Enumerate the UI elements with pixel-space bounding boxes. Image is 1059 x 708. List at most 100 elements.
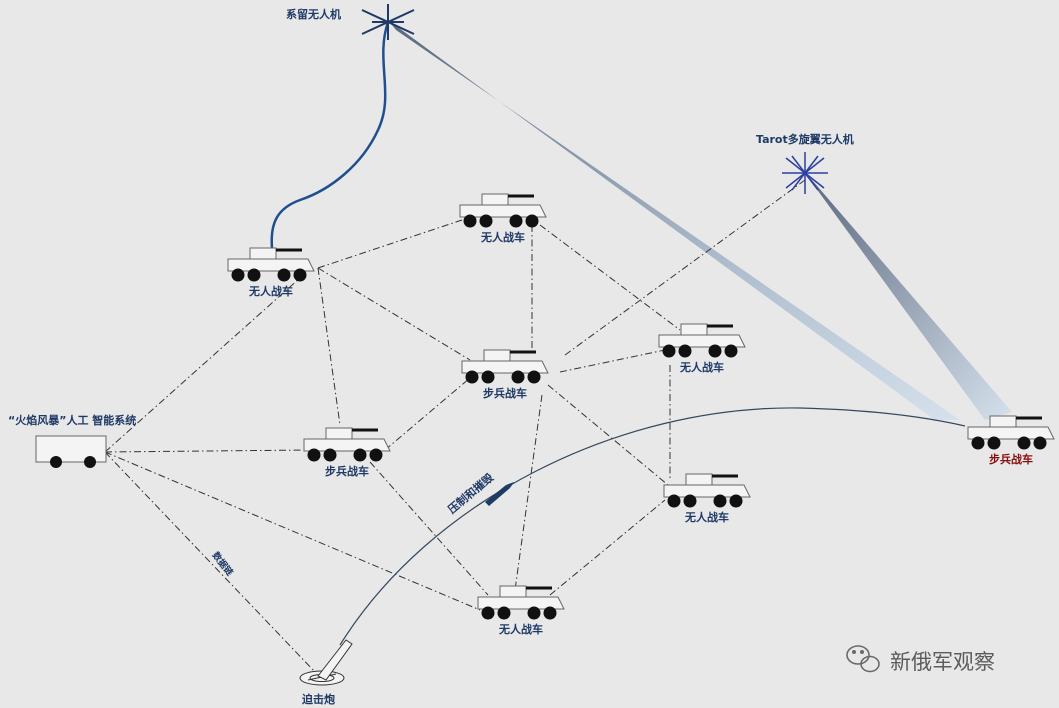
link bbox=[559, 349, 666, 373]
tarot-drone-label: Tarot多旋翼无人机 bbox=[756, 132, 854, 146]
wheel bbox=[497, 606, 511, 620]
turret bbox=[680, 323, 708, 336]
vehicle-ugv-e: 无人战车 bbox=[663, 473, 751, 524]
wheel bbox=[481, 370, 495, 384]
turret bbox=[249, 247, 277, 260]
wheel bbox=[678, 344, 692, 358]
hull bbox=[967, 426, 1055, 440]
link bbox=[384, 377, 471, 451]
wheel bbox=[509, 214, 523, 228]
hull bbox=[477, 596, 565, 610]
wheel bbox=[708, 344, 722, 358]
wheel bbox=[323, 448, 337, 462]
turret bbox=[499, 585, 527, 598]
vehicle-ifv-center: 步兵战车 bbox=[461, 349, 549, 400]
wheel bbox=[293, 268, 307, 282]
vehicle-target-ifv: 步兵战车 bbox=[967, 415, 1055, 466]
wheel bbox=[247, 268, 261, 282]
wheel bbox=[543, 606, 557, 620]
tether-cable bbox=[270, 21, 390, 249]
turret bbox=[481, 193, 509, 206]
vehicle-ugv-ne: 无人战车 bbox=[658, 323, 746, 374]
turret bbox=[325, 427, 353, 440]
wheel bbox=[683, 494, 697, 508]
turret bbox=[483, 349, 511, 362]
vehicle-ugv-nw: 无人战车 bbox=[227, 247, 315, 298]
wheel bbox=[667, 494, 681, 508]
vehicle-label: 步兵战车 bbox=[989, 452, 1033, 466]
tethered-drone-label: 系留无人机 bbox=[286, 7, 341, 21]
wheel bbox=[479, 214, 493, 228]
wheel bbox=[987, 436, 1001, 450]
tethered-drone-icon bbox=[361, 4, 415, 40]
suppress-label: 压制和摧毁 bbox=[445, 470, 496, 516]
vehicle-label: 无人战车 bbox=[498, 622, 543, 636]
wheel bbox=[231, 268, 245, 282]
wheel bbox=[729, 494, 743, 508]
vehicle-label: 步兵战车 bbox=[483, 386, 527, 400]
wheel bbox=[369, 448, 383, 462]
hull bbox=[461, 360, 549, 374]
link bbox=[547, 384, 681, 496]
hull bbox=[658, 334, 746, 348]
watermark: 新俄军观察 bbox=[846, 645, 995, 674]
shell-tip bbox=[506, 482, 514, 488]
wheel bbox=[1033, 436, 1047, 450]
link bbox=[104, 277, 301, 453]
link bbox=[514, 394, 543, 591]
mortar-icon bbox=[299, 639, 353, 686]
datalink-lines bbox=[104, 179, 806, 673]
wheel bbox=[465, 370, 479, 384]
wheel bbox=[277, 268, 291, 282]
wheel bbox=[525, 214, 539, 228]
hull bbox=[227, 258, 315, 272]
tarot-drone-beam bbox=[805, 173, 1012, 420]
link bbox=[317, 219, 463, 269]
mortar-label: 迫击炮 bbox=[301, 692, 335, 706]
vehicle-ifv-w: 步兵战车 bbox=[303, 427, 391, 478]
datalink-label: 数据链 bbox=[210, 549, 237, 578]
wheel bbox=[713, 494, 727, 508]
hull bbox=[663, 484, 751, 498]
hull bbox=[459, 204, 547, 218]
vehicle-label: 无人战车 bbox=[480, 230, 525, 244]
link bbox=[317, 267, 341, 426]
wheel bbox=[527, 606, 541, 620]
ai-system-label: “火焰风暴”人工 智能系统 bbox=[8, 413, 136, 427]
link bbox=[104, 449, 311, 453]
wheel bbox=[971, 436, 985, 450]
link bbox=[564, 179, 806, 356]
wheel bbox=[353, 448, 367, 462]
watermark-text: 新俄军观察 bbox=[890, 650, 995, 674]
link bbox=[317, 267, 471, 361]
wheel bbox=[481, 606, 495, 620]
wheel bbox=[511, 370, 525, 384]
vehicle-label: 步兵战车 bbox=[325, 464, 369, 478]
link bbox=[104, 451, 481, 611]
turret bbox=[685, 473, 713, 486]
vehicle-label: 无人战车 bbox=[679, 360, 724, 374]
wheel bbox=[662, 344, 676, 358]
wheel bbox=[1017, 436, 1031, 450]
wheel bbox=[307, 448, 321, 462]
tarot-drone-icon bbox=[782, 152, 828, 194]
link bbox=[104, 451, 316, 673]
link bbox=[369, 461, 489, 596]
wheel bbox=[463, 214, 477, 228]
turret bbox=[989, 415, 1017, 428]
wechat-icon bbox=[846, 645, 880, 673]
hull bbox=[303, 438, 391, 452]
vehicle-ugv-n: 无人战车 bbox=[459, 193, 547, 244]
ai-command-vehicle bbox=[35, 435, 107, 468]
wheel bbox=[527, 370, 541, 384]
mortar-trajectory bbox=[339, 407, 966, 646]
mortar-shell-icon bbox=[485, 485, 510, 506]
link bbox=[549, 499, 666, 596]
wheel bbox=[724, 344, 738, 358]
vehicle-ugv-s: 无人战车 bbox=[477, 585, 565, 636]
link bbox=[539, 224, 681, 331]
vehicle-label: 无人战车 bbox=[248, 284, 293, 298]
